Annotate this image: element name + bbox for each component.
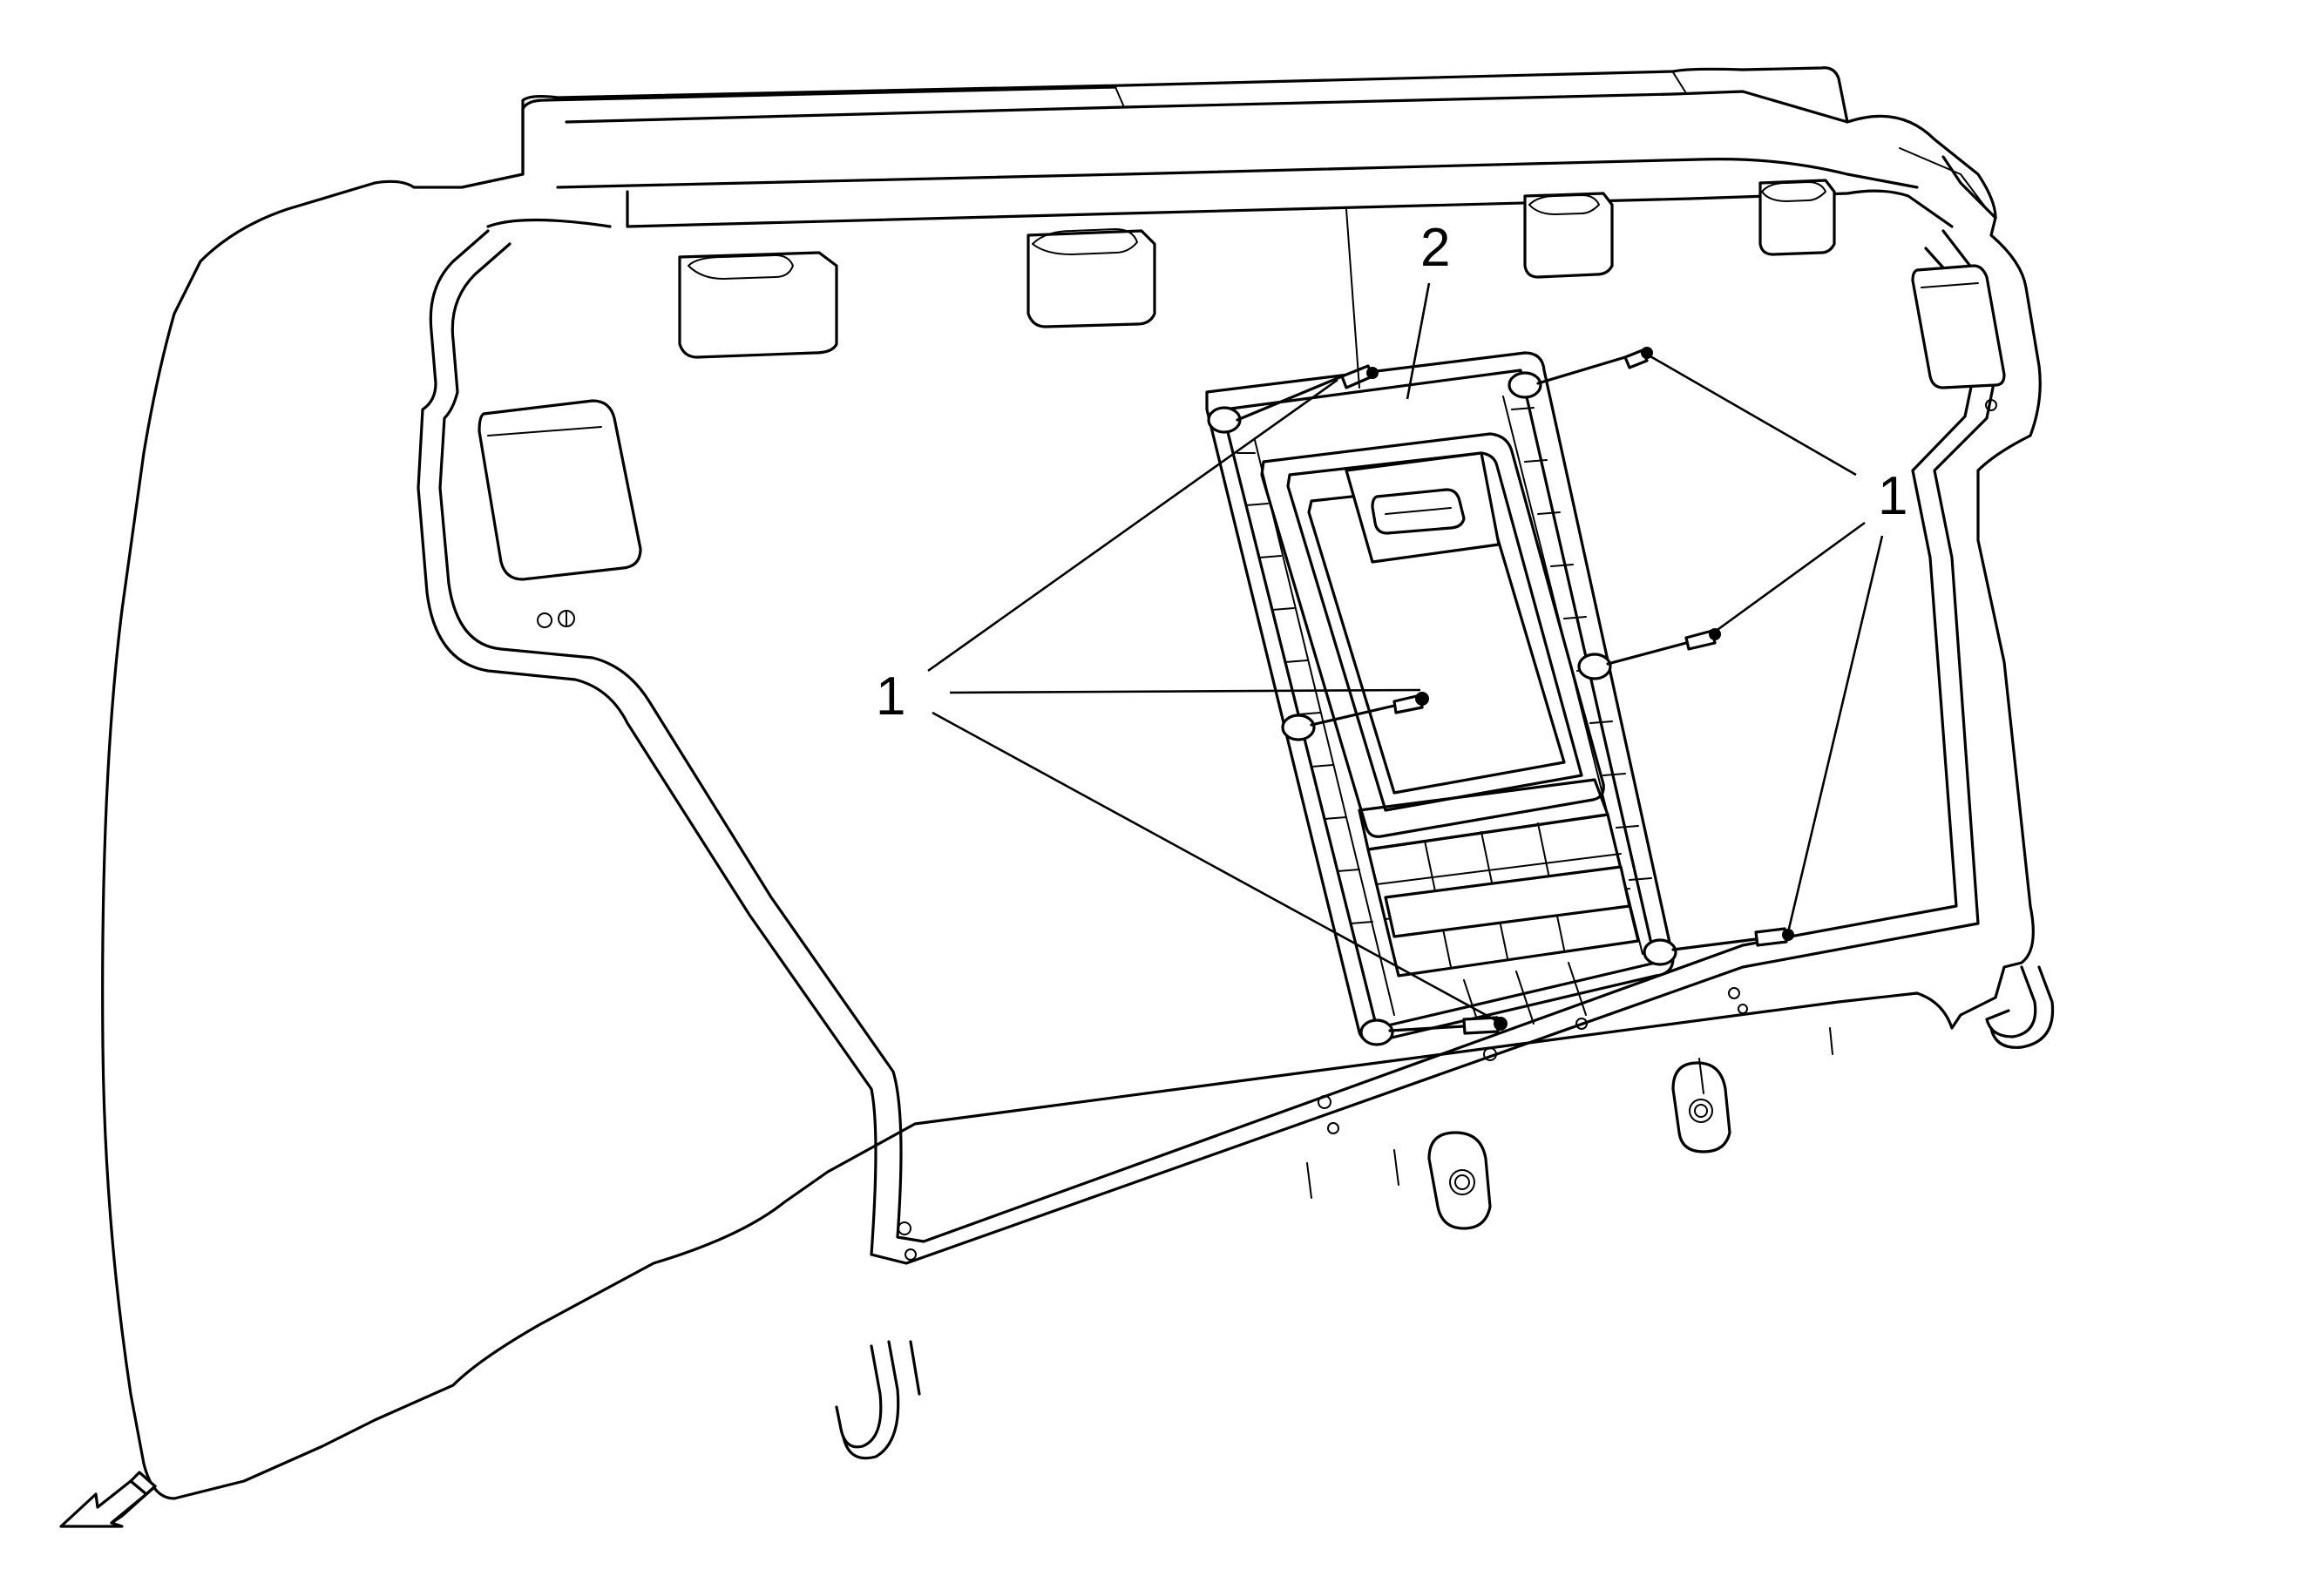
leader-lines bbox=[927, 282, 1884, 1023]
top-brackets bbox=[678, 179, 1836, 359]
callout-fasteners-left: 1 bbox=[876, 666, 905, 727]
bolt-mid-left bbox=[1310, 692, 1429, 727]
callout-access-panel: 2 bbox=[1420, 218, 1450, 278]
center-seam bbox=[1345, 208, 1360, 389]
callout-fasteners-right: 1 bbox=[1878, 466, 1907, 526]
front-direction-arrow-icon bbox=[59, 1471, 157, 1528]
bolt-bottom-left bbox=[1388, 1016, 1508, 1035]
side-pockets bbox=[478, 264, 2006, 628]
wire-hooks bbox=[835, 965, 2055, 1460]
access-panel-frame bbox=[1205, 351, 1675, 1044]
top-rim bbox=[486, 71, 1997, 228]
bolts bbox=[1236, 347, 1794, 1035]
bolt-bottom-right bbox=[1671, 927, 1794, 951]
bolt-top-left bbox=[1236, 364, 1379, 422]
fastener-bosses bbox=[1207, 371, 1677, 1046]
bolt-mid-right bbox=[1606, 628, 1721, 666]
lower-tabs bbox=[898, 987, 1833, 1261]
inner-face-border bbox=[417, 229, 1997, 1265]
